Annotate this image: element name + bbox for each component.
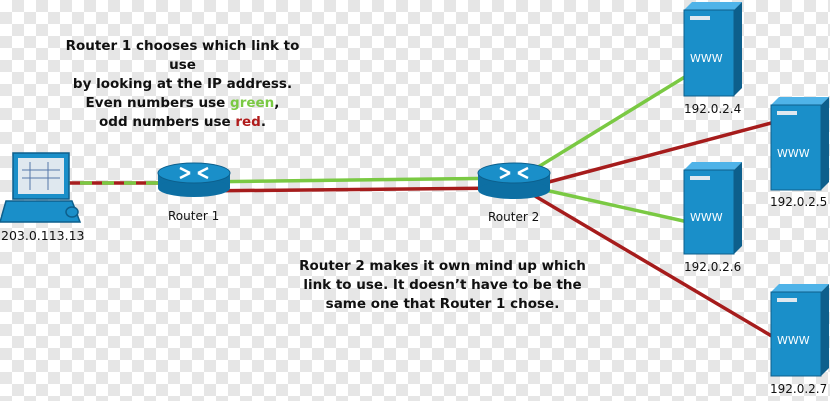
server-3-ip-label: 192.0.2.6 bbox=[684, 260, 742, 274]
server-1-www-label: WWW bbox=[690, 52, 723, 65]
server-3-icon bbox=[683, 162, 742, 255]
server-1-ip-label: 192.0.2.4 bbox=[684, 102, 742, 116]
top-note-line-1: Router 1 chooses which link to use bbox=[65, 38, 300, 73]
client-computer-icon bbox=[0, 152, 82, 223]
router-1-icon bbox=[157, 162, 231, 197]
link-server-2 bbox=[544, 120, 776, 185]
red-word: red bbox=[235, 114, 261, 130]
server-4-icon bbox=[770, 284, 829, 377]
server-4-ip-label: 192.0.2.7 bbox=[770, 382, 828, 396]
server-2-icon bbox=[770, 97, 829, 191]
bottom-note-line-3: same one that Router 1 chose. bbox=[325, 296, 560, 312]
top-note-line-3-text: Even numbers use bbox=[85, 95, 231, 111]
router-2-icon bbox=[477, 162, 551, 199]
bottom-note-line-2: link to use. It doesn’t have to be the bbox=[303, 277, 582, 293]
top-note-line-4-punct: . bbox=[260, 114, 266, 130]
top-note-line-2: by looking at the IP address. bbox=[72, 76, 293, 92]
server-1-icon bbox=[683, 2, 742, 97]
top-note-line-4-text: odd numbers use bbox=[99, 114, 236, 130]
link-server-3 bbox=[544, 188, 689, 224]
server-2-ip-label: 192.0.2.5 bbox=[770, 195, 828, 209]
server-4-www-label: WWW bbox=[777, 334, 810, 347]
green-word: green bbox=[230, 95, 275, 111]
link-server-1 bbox=[529, 73, 689, 174]
link-server-4 bbox=[534, 194, 776, 340]
server-2-www-label: WWW bbox=[777, 147, 810, 160]
router-link-green bbox=[193, 176, 516, 184]
top-note-line-3-punct: , bbox=[274, 95, 280, 111]
top-note: Router 1 chooses which link to use by lo… bbox=[50, 37, 315, 132]
client-ip-label: 203.0.113.13 bbox=[1, 228, 85, 243]
top-note-line-3: Even numbers use green, bbox=[50, 94, 315, 113]
bottom-note: Router 2 makes it own mind up which link… bbox=[290, 257, 595, 314]
bottom-note-line-1: Router 2 makes it own mind up which bbox=[299, 258, 586, 274]
router-link-red bbox=[193, 186, 516, 193]
router-1-label: Router 1 bbox=[168, 209, 220, 223]
router-2-label: Router 2 bbox=[488, 210, 540, 224]
top-note-line-4: odd numbers use red. bbox=[50, 113, 315, 132]
server-3-www-label: WWW bbox=[690, 211, 723, 224]
